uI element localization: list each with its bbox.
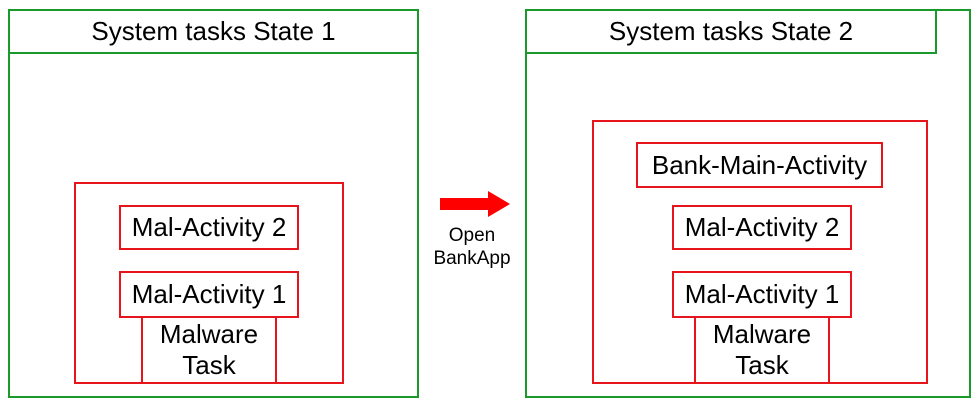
state-1-mal-activity-2: Mal-Activity 2: [119, 205, 299, 250]
right-arrow-icon: [440, 191, 510, 217]
state-2-title: System tasks State 2: [525, 9, 937, 54]
transition-label-line-1: Open: [448, 225, 496, 246]
state-2-task-line-1: Malware: [712, 319, 812, 349]
state-2-mal-activity-1: Mal-Activity 1: [672, 271, 852, 318]
state-1-task-line-2: Task: [182, 350, 236, 380]
transition-label: Open BankApp: [420, 224, 524, 270]
state-2-bank-main-activity: Bank-Main-Activity: [636, 142, 883, 188]
state-2-malware-task: Malware Task: [694, 316, 830, 384]
state-1-mal-activity-1: Mal-Activity 1: [119, 271, 299, 318]
state-2-task-line-2: Task: [735, 350, 789, 380]
transition-label-line-2: BankApp: [433, 248, 511, 269]
state-1-task-line-1: Malware: [159, 319, 259, 349]
state-1-malware-task: Malware Task: [141, 316, 277, 384]
state-2-mal-activity-2: Mal-Activity 2: [672, 205, 852, 250]
state-1-title: System tasks State 1: [8, 9, 419, 54]
